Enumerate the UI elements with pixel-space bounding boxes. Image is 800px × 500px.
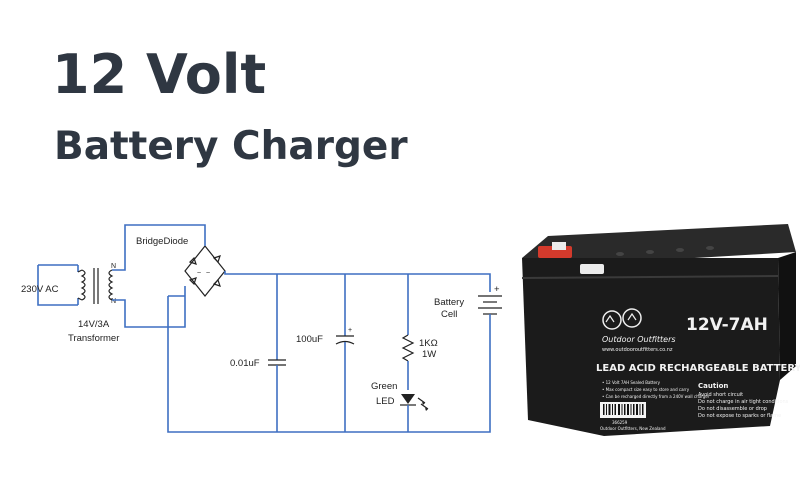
feature-3: • Can be recharged directly from a 240V …	[602, 394, 710, 399]
battery-cell-symbol	[478, 295, 502, 318]
brand-logo	[602, 308, 642, 330]
transformer-mark-n1: N	[111, 263, 116, 270]
title-line-2: Battery Charger	[54, 124, 408, 169]
capacitor-c1	[268, 274, 286, 432]
led-d1	[400, 394, 429, 432]
battery-top-vents	[616, 246, 714, 256]
terminal-positive	[538, 242, 572, 258]
battery-cell-label-2: Cell	[441, 309, 457, 320]
battery-cell-label-1: Battery	[434, 297, 464, 308]
transformer-symbol	[77, 268, 114, 304]
battery-rating: 12V-7AH	[686, 315, 768, 335]
battery-type: LEAD ACID RECHARGEABLE BATTERY	[596, 363, 800, 374]
transformer-mark-n2: N	[111, 298, 116, 305]
c1-label: 0.01uF	[230, 358, 260, 369]
circuit-schematic: 230V AC N N 14V/3A Transformer BridgeDio…	[21, 224, 502, 433]
negative-rail	[167, 295, 491, 433]
svg-text:+: +	[348, 327, 352, 334]
caution-title: Caution	[698, 382, 728, 390]
secondary-bottom-wire	[112, 299, 186, 328]
brand-url: www.outdooroutfitters.co.nz	[602, 347, 673, 353]
ac-input-wires	[37, 264, 79, 306]
capacitor-c2: +	[335, 274, 355, 432]
barcode-number: 366259	[612, 420, 628, 425]
transformer-label: Transformer	[68, 333, 119, 344]
caution-item-4: Do not expose to sparks or flame	[698, 413, 781, 419]
caution-item-2: Do not charge in air tight conditions	[698, 399, 789, 405]
battery-footer: Outdoor Outfitters, New Zealand	[600, 426, 666, 431]
title-line-1: 12 Volt	[52, 43, 267, 106]
secondary-top-wire	[112, 224, 206, 271]
svg-text:~: ~	[197, 270, 201, 277]
c2-label: 100uF	[296, 334, 323, 345]
ac-source-label: 230V AC	[21, 284, 59, 295]
battery-illustration: Outdoor Outfitters www.outdooroutfitters…	[521, 224, 800, 436]
barcode	[600, 402, 646, 418]
battery-top-face	[522, 224, 796, 266]
caution-item-1: Avoid short circuit	[698, 392, 743, 398]
bridge-label: BridgeDiode	[136, 236, 188, 247]
bridge-rectifier: ~ ~	[184, 245, 226, 297]
feature-1: • 12 Volt 7AH Sealed Battery	[602, 380, 661, 385]
led-color: Green	[371, 381, 397, 392]
svg-text:~: ~	[206, 270, 210, 277]
feature-2: • Max compact size easy to store and car…	[602, 387, 690, 392]
resistor-r1	[401, 274, 415, 390]
transformer-rating: 14V/3A	[78, 319, 110, 330]
resistor-power: 1W	[422, 349, 436, 360]
brand-name: Outdoor Outfitters	[602, 335, 676, 344]
battery-front-face	[522, 258, 780, 436]
battery-plus-sign: +	[494, 284, 500, 295]
terminal-negative	[580, 264, 604, 274]
led-label: LED	[376, 396, 395, 407]
caution-item-3: Do not disassemble or drop	[698, 406, 767, 412]
positive-rail	[224, 271, 491, 292]
resistor-value: 1KΩ	[419, 338, 438, 349]
